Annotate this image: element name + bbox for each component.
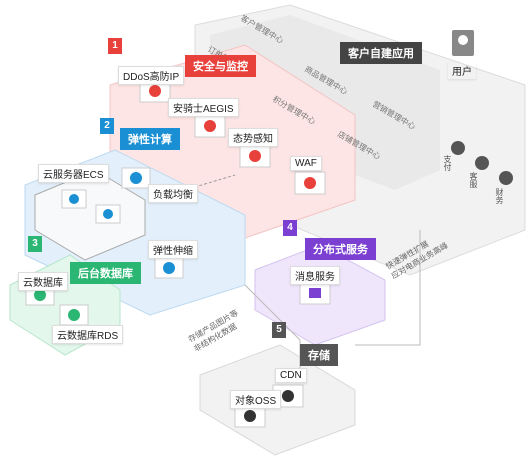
mq-label: 消息服务	[290, 266, 340, 285]
db-label: 云数据库	[18, 272, 68, 291]
waf-label: WAF	[290, 156, 322, 171]
connector-line	[184, 174, 236, 191]
ecs-label: 云服务器ECS	[38, 164, 109, 183]
database-title: 后台数据库	[70, 262, 141, 284]
step-number: 5	[272, 322, 286, 338]
ddos-cube-icon	[139, 79, 171, 103]
finance-icon	[499, 171, 513, 185]
step-number: 4	[283, 220, 297, 236]
side-item-label: 财务	[495, 188, 504, 204]
rds-label: 云数据库RDS	[52, 325, 124, 344]
aegis-cube-icon	[194, 114, 226, 138]
connector-line	[244, 284, 301, 380]
payment-icon	[451, 141, 465, 155]
user-label: 用户	[448, 62, 476, 79]
autoscale-cube-icon	[154, 257, 184, 279]
cdn-label: CDN	[275, 368, 307, 383]
connector-line	[355, 230, 421, 346]
mq-cube-icon	[299, 281, 331, 305]
side-item-label: 支付	[443, 155, 452, 171]
compute-title: 弹性计算	[120, 128, 180, 150]
customer-title: 客户自建应用	[340, 42, 422, 64]
situational-label: 态势感知	[228, 128, 278, 147]
side-item-label: 客服	[469, 172, 478, 188]
ddos-label: DDoS高防IP	[118, 66, 185, 85]
distributed-title: 分布式服务	[305, 238, 376, 260]
ecs-cube-icon	[95, 204, 121, 224]
step-number: 3	[28, 236, 42, 252]
rds-cube-icon	[59, 304, 89, 326]
oss-label: 对象OSS	[230, 390, 282, 409]
ecs-cube-icon	[61, 189, 87, 209]
security-title: 安全与监控	[185, 55, 256, 77]
step-number: 1	[108, 38, 122, 54]
service-icon	[475, 156, 489, 170]
situational-cube-icon	[239, 144, 271, 168]
slb-cube-icon	[121, 167, 151, 189]
user-head-icon	[458, 35, 468, 45]
autoscale-label: 弹性伸缩	[148, 240, 198, 259]
storage-title: 存储	[300, 344, 338, 366]
oss-cube-icon	[234, 404, 266, 428]
aegis-label: 安骑士AEGIS	[168, 98, 239, 117]
step-number: 2	[100, 118, 114, 134]
slb-label: 负载均衡	[148, 184, 198, 203]
waf-cube-icon	[294, 171, 326, 195]
